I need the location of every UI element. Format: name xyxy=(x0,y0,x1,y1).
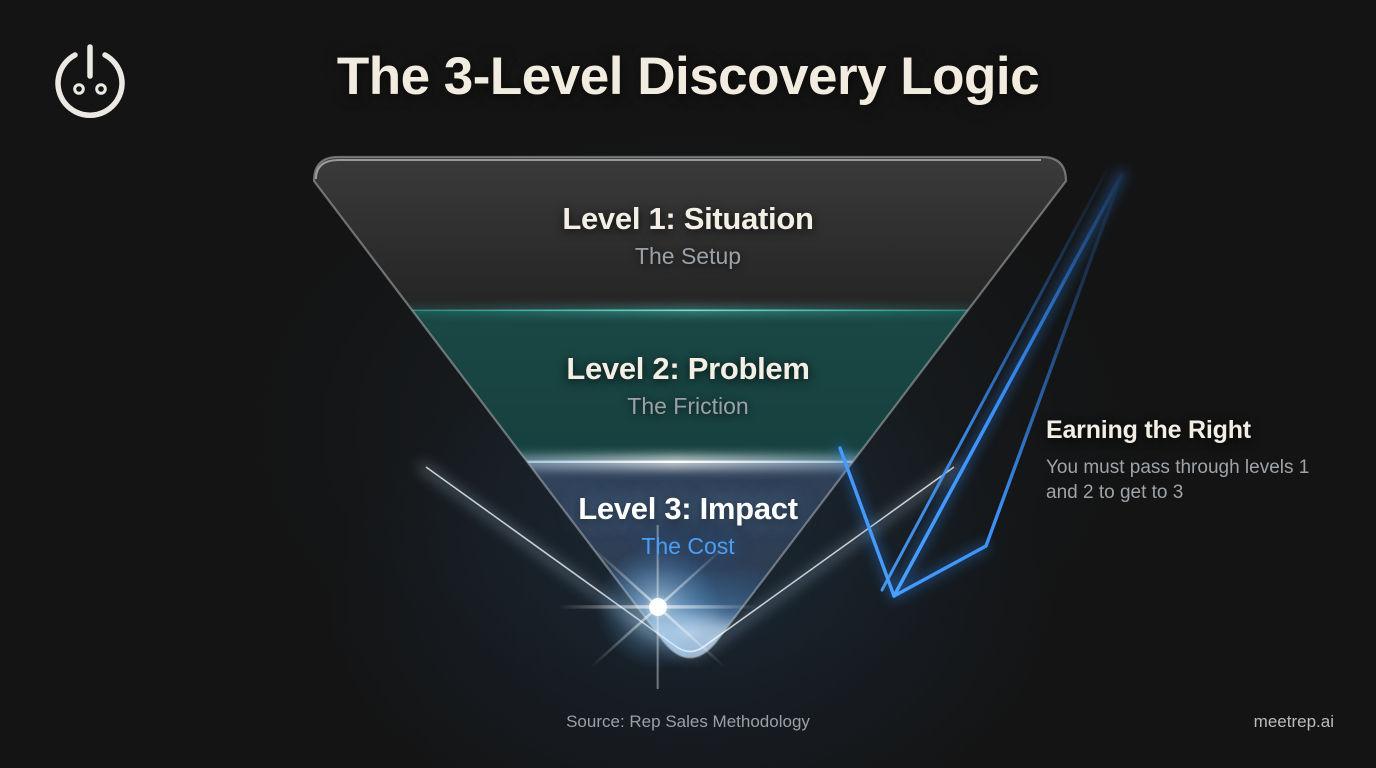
page-title: The 3-Level Discovery Logic xyxy=(336,47,1040,106)
funnel-level-1-label: Level 1: Situation The Setup xyxy=(0,201,1376,270)
rep-power-face-icon xyxy=(48,38,132,126)
funnel-level-3-label: Level 3: Impact The Cost xyxy=(0,491,1376,560)
brand-watermark: meetrep.ai xyxy=(1253,712,1334,731)
discovery-funnel xyxy=(300,155,1080,689)
annotation-title: Earning the Right xyxy=(1046,416,1251,444)
level-3-subtitle: The Cost xyxy=(641,533,735,559)
level-1-subtitle: The Setup xyxy=(634,243,742,269)
level-1-title: Level 1: Situation xyxy=(562,201,814,236)
down-left-arrow-icon xyxy=(835,166,1127,601)
funnel-level-2-label: Level 2: Problem The Friction xyxy=(0,351,1376,420)
annotation-body: You must pass through levels 1 and 2 to … xyxy=(1046,457,1310,503)
annotation-block: Earning the Right You must pass through … xyxy=(1046,416,1346,505)
source-caption: Source: Rep Sales Methodology xyxy=(566,712,810,731)
divider-1-2 xyxy=(314,307,1066,314)
funnel-band-level-1 xyxy=(314,157,1066,310)
level-2-subtitle: The Friction xyxy=(627,393,749,419)
level-3-title: Level 3: Impact xyxy=(578,491,798,526)
level-2-title: Level 2: Problem xyxy=(566,351,810,386)
